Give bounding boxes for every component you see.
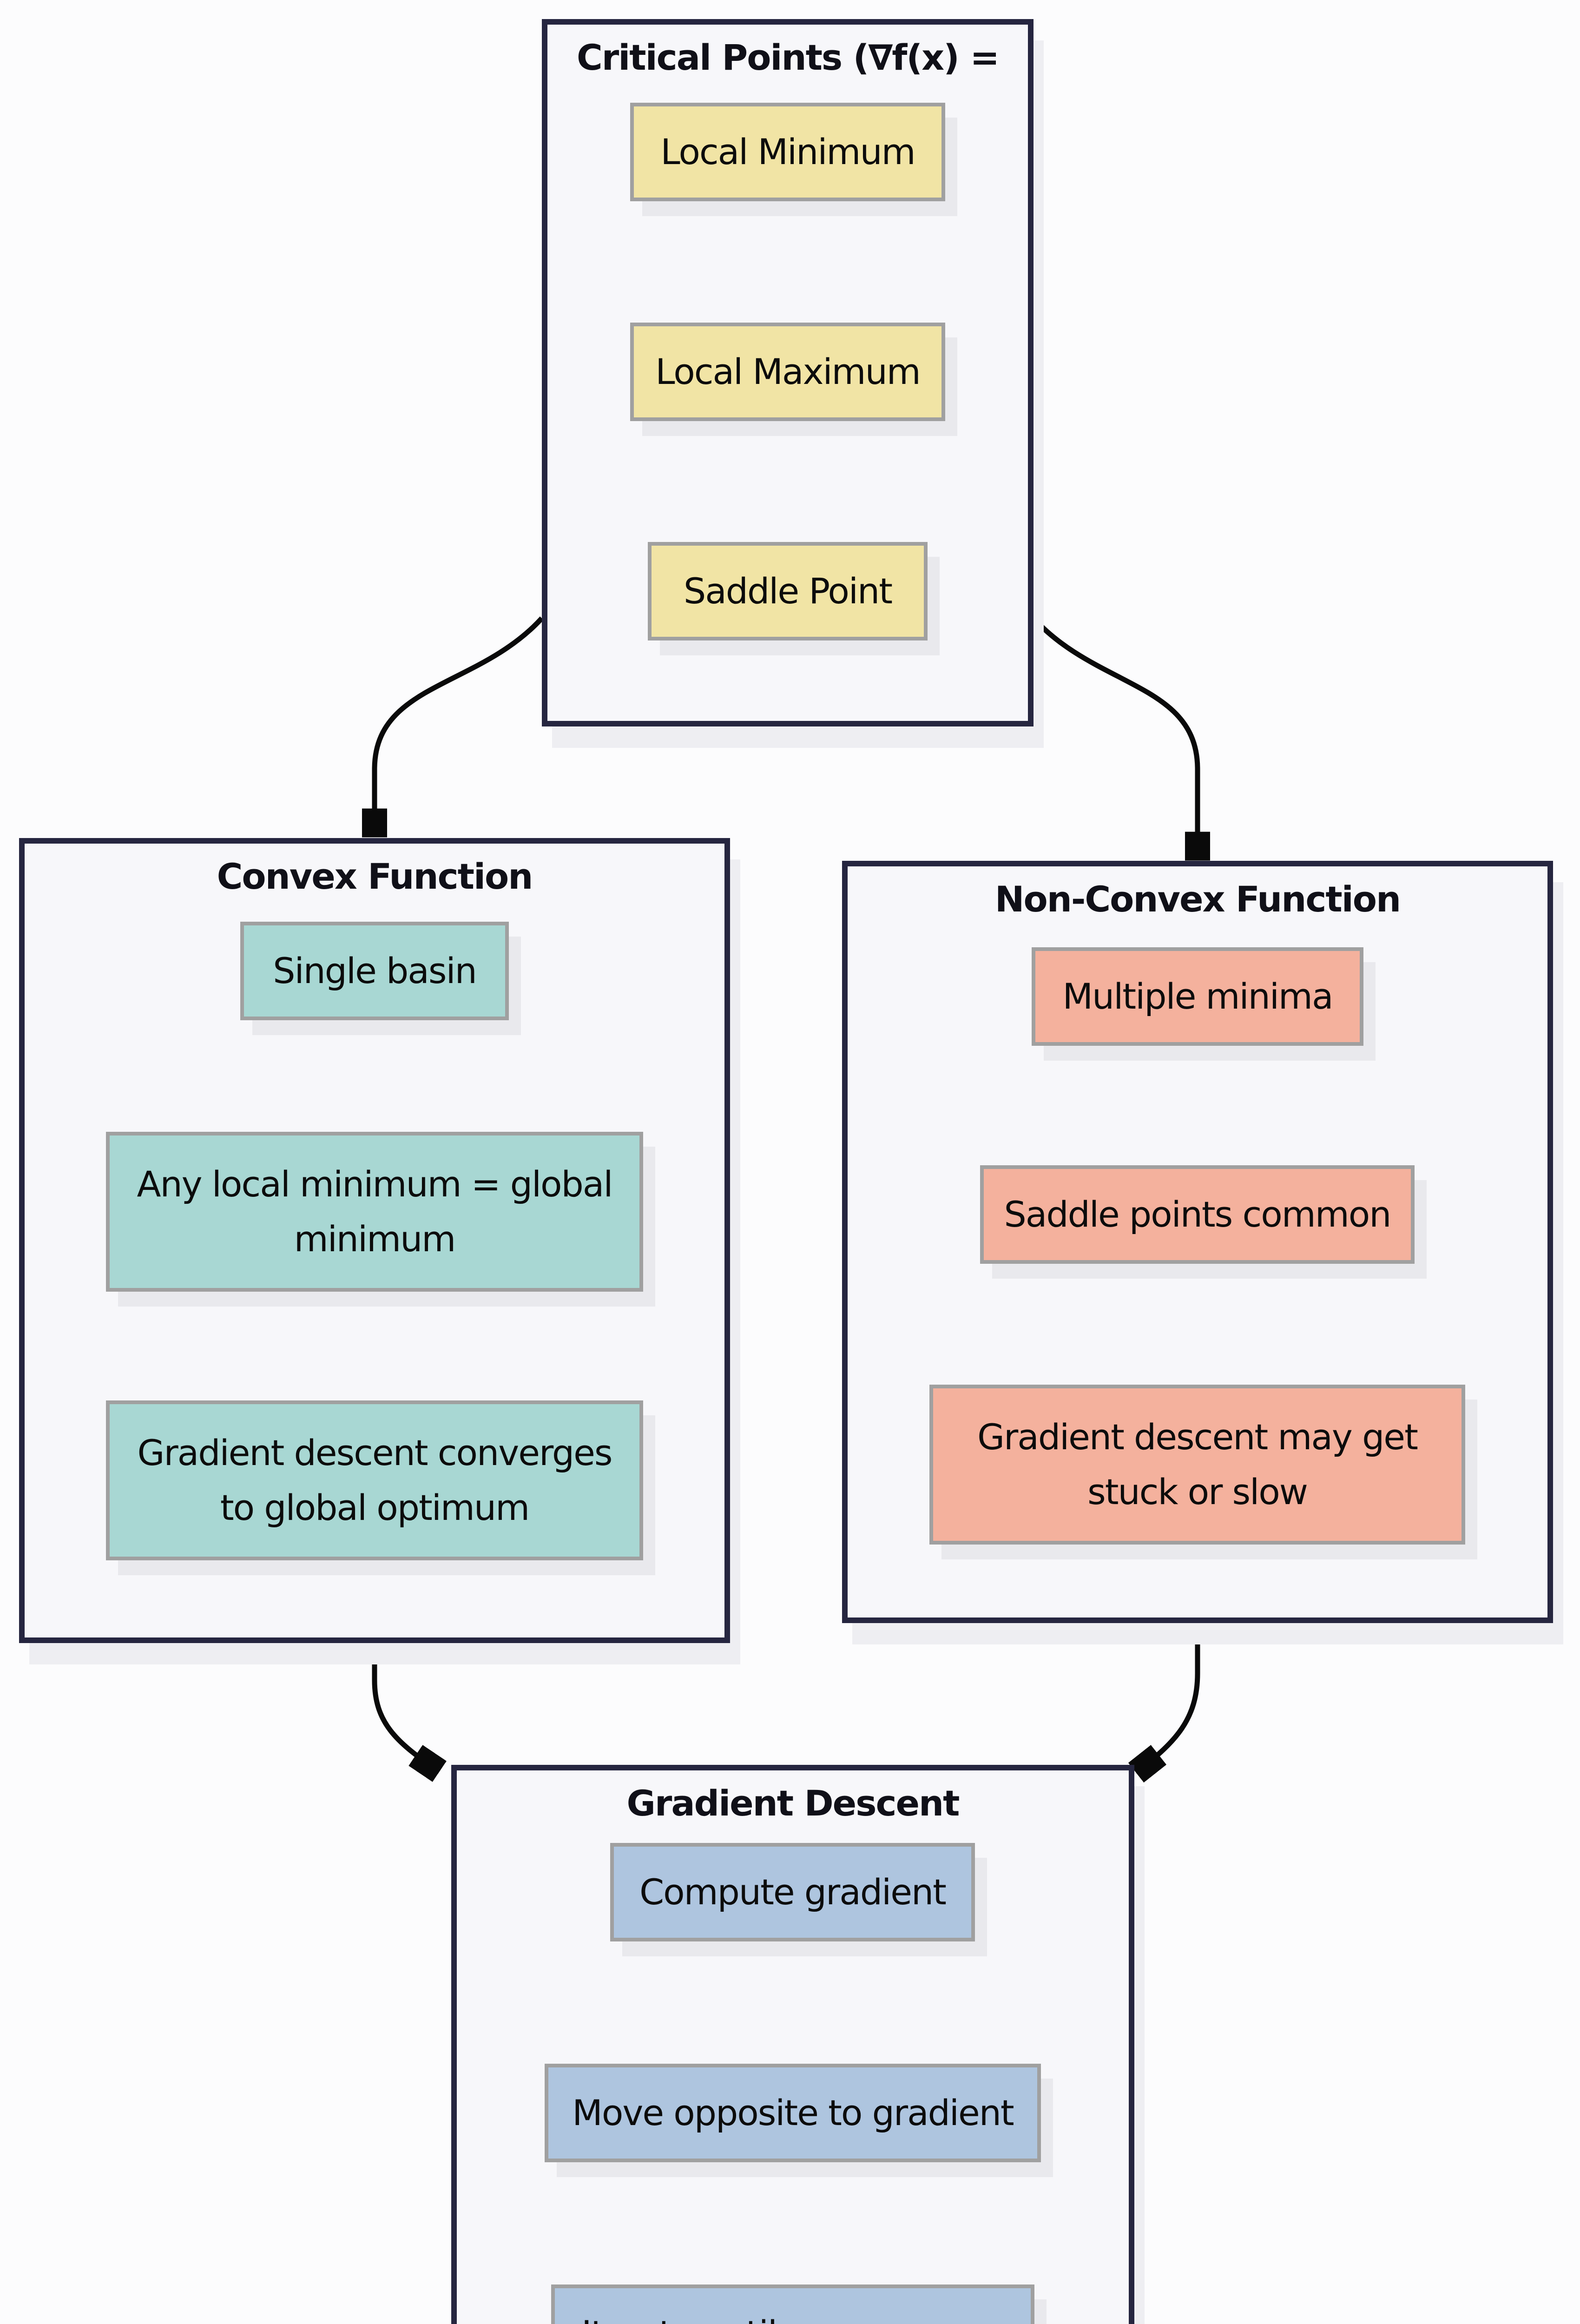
node-local-maximum-label: Local Maximum (655, 351, 921, 393)
node-move-opposite-label: Move opposite to gradient (572, 2092, 1014, 2134)
edge-critical-to-nonconvex (1031, 616, 1198, 856)
subgraph-critical-points-title: Critical Points (∇f(x) = (576, 37, 1000, 78)
node-iterate-convergence: Iterate until convergence (551, 2284, 1034, 2324)
node-compute-gradient: Compute gradient (610, 1843, 975, 1941)
node-multiple-minima-label: Multiple minima (1062, 976, 1333, 1017)
node-iterate-convergence-label: Iterate until convergence (581, 2306, 1005, 2324)
node-compute-gradient-label: Compute gradient (639, 1871, 947, 1913)
node-gd-stuck: Gradient descent may get stuck or slow (929, 1385, 1465, 1545)
node-multiple-minima: Multiple minima (1032, 947, 1363, 1046)
node-single-basin: Single basin (240, 922, 509, 1020)
node-local-minimum: Local Minimum (630, 103, 945, 201)
node-local-minimum-label: Local Minimum (660, 131, 915, 173)
node-saddle-point-label: Saddle Point (683, 570, 893, 612)
node-single-basin-label: Single basin (273, 950, 477, 992)
node-any-local-minimum-label: Any local minimum = global minimum (137, 1163, 613, 1260)
node-any-local-minimum: Any local minimum = global minimum (106, 1132, 643, 1292)
node-local-maximum: Local Maximum (630, 323, 945, 421)
subgraph-convex-function: Convex Function Single basin Any local m… (19, 838, 730, 1643)
subgraph-gradient-descent-title: Gradient Descent (626, 1783, 960, 1824)
node-gd-converges: Gradient descent converges to global opt… (106, 1400, 643, 1560)
node-gd-converges-label: Gradient descent converges to global opt… (137, 1432, 613, 1528)
edge-convex-to-gd (372, 1644, 436, 1769)
subgraph-nonconvex-function: Non-Convex Function Multiple minima Sadd… (842, 861, 1553, 1623)
node-saddle-points-common-label: Saddle points common (1004, 1194, 1392, 1235)
node-move-opposite: Move opposite to gradient (545, 2064, 1041, 2162)
subgraph-convex-function-title: Convex Function (217, 856, 533, 897)
node-saddle-point: Saddle Point (648, 542, 928, 640)
subgraph-nonconvex-function-title: Non-Convex Function (994, 878, 1401, 920)
node-gd-stuck-label: Gradient descent may get stuck or slow (977, 1416, 1418, 1512)
subgraph-gradient-descent: Gradient Descent Compute gradient Move o… (451, 1765, 1134, 2324)
edge-critical-to-convex (375, 616, 544, 833)
subgraph-critical-points: Critical Points (∇f(x) = Local Minimum L… (542, 19, 1034, 726)
node-saddle-points-common: Saddle points common (980, 1165, 1415, 1264)
edge-nonconvex-to-gd (1139, 1624, 1200, 1770)
